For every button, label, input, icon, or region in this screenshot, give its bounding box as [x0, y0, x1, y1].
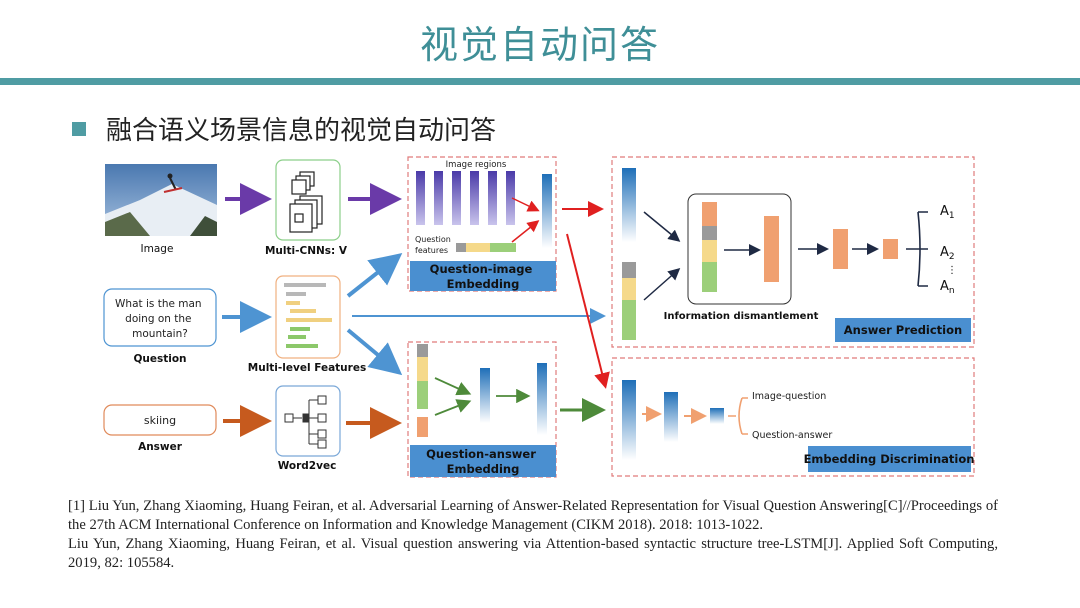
qa-question-vector: [417, 344, 428, 409]
image-to-dismantle-arrow: [643, 211, 681, 242]
word2vec-label: Word2vec: [278, 460, 337, 472]
answer-prediction-panel: [611, 156, 975, 348]
embedding-discrimination-title: Embedding Discrimination: [804, 452, 975, 466]
qi-embedding-title: Question-image Embedding: [430, 262, 537, 291]
question-feature-vector: [456, 243, 516, 252]
qa-answer-arrow: [434, 399, 472, 416]
qi-question-arrow: [511, 220, 540, 243]
slide-subtitle: 融合语义场景信息的视觉自动问答: [106, 116, 497, 146]
svg-text:A2: A2: [940, 245, 955, 262]
tree-icon: [284, 395, 327, 449]
qi-embedding-title-box: [410, 261, 556, 291]
prediction-feature-vector: [622, 262, 636, 340]
answer-branches: [906, 211, 928, 287]
information-dismantlement-label: Information dismantlement: [664, 311, 819, 322]
question-text: What is the man doing on the mountain?: [115, 298, 205, 340]
question-label: Question: [133, 353, 186, 365]
discrimination-branch-question-answer: Question-answer: [752, 430, 832, 441]
discrimination-input-vector: [622, 380, 636, 460]
discrimination-branch-image-question: Image-question: [752, 391, 826, 402]
qi-to-discrimination-arrow: [566, 233, 610, 389]
qa-output-vector: [537, 363, 547, 435]
answer-box: [103, 404, 217, 436]
features-label: Multi-level Features: [248, 362, 366, 374]
bullet-square-icon: [72, 122, 86, 136]
question-box: [103, 288, 217, 347]
qa-answer-vector: [417, 417, 428, 437]
answer-label: Answer: [138, 441, 183, 453]
qa-question-arrow: [434, 377, 472, 396]
cnn-label: Multi-CNNs: V: [265, 245, 348, 257]
embedding-discrimination-title-box: [808, 446, 971, 472]
image-label: Image: [141, 243, 174, 255]
features-to-dismantle-arrow: [643, 268, 681, 301]
reference-2: Liu Yun, Zhang Xiaoming, Huang Feiran, e…: [68, 536, 998, 571]
vqa-architecture-diagram: Image What is the man doing on the mount…: [103, 156, 975, 478]
skier-photo: [105, 164, 217, 236]
image-regions-label: Image regions: [446, 160, 507, 170]
svg-text:⋮: ⋮: [947, 265, 957, 276]
svg-text:A1: A1: [940, 204, 955, 221]
discrimination-hidden-vector: [664, 392, 678, 442]
features-to-qa-arrow: [346, 328, 403, 376]
discrimination-output-vector: [710, 408, 724, 424]
answer-text: skiing: [144, 414, 176, 427]
answer-candidates: A1 A2 ⋮ An: [940, 204, 957, 296]
answer-prediction-title: Answer Prediction: [844, 323, 962, 337]
reference-1: [1] Liu Yun, Zhang Xiaoming, Huang Feira…: [68, 498, 998, 533]
dismantle-stack: [702, 202, 717, 292]
qa-embedding-title-box: [410, 445, 556, 477]
qa-fused-vector: [480, 368, 490, 423]
embedding-discrimination-panel: [611, 357, 975, 477]
qa-embedding-title: Question-answer Embedding: [426, 447, 540, 476]
title-divider: [0, 78, 1080, 85]
multilevel-features-icon: [284, 283, 332, 348]
question-features-label: Question features: [415, 235, 453, 255]
features-to-qi-arrow: [346, 253, 403, 298]
svg-text:An: An: [940, 279, 955, 296]
qi-attention-arrow: [511, 197, 540, 212]
prediction-image-vector: [622, 168, 636, 242]
slide-title: 视觉自动问答: [419, 23, 660, 67]
qi-output-vector: [542, 174, 552, 248]
cnn-stack-icon: [289, 171, 323, 233]
prediction-output-vector: [883, 239, 898, 259]
discrimination-branches: [728, 397, 748, 435]
prediction-hidden-vector: [833, 229, 848, 269]
image-region-bars: [416, 171, 515, 225]
answer-prediction-title-box: [835, 318, 971, 342]
dismantle-output-vector: [764, 216, 779, 282]
references: [1] Liu Yun, Zhang Xiaoming, Huang Feira…: [68, 497, 998, 573]
